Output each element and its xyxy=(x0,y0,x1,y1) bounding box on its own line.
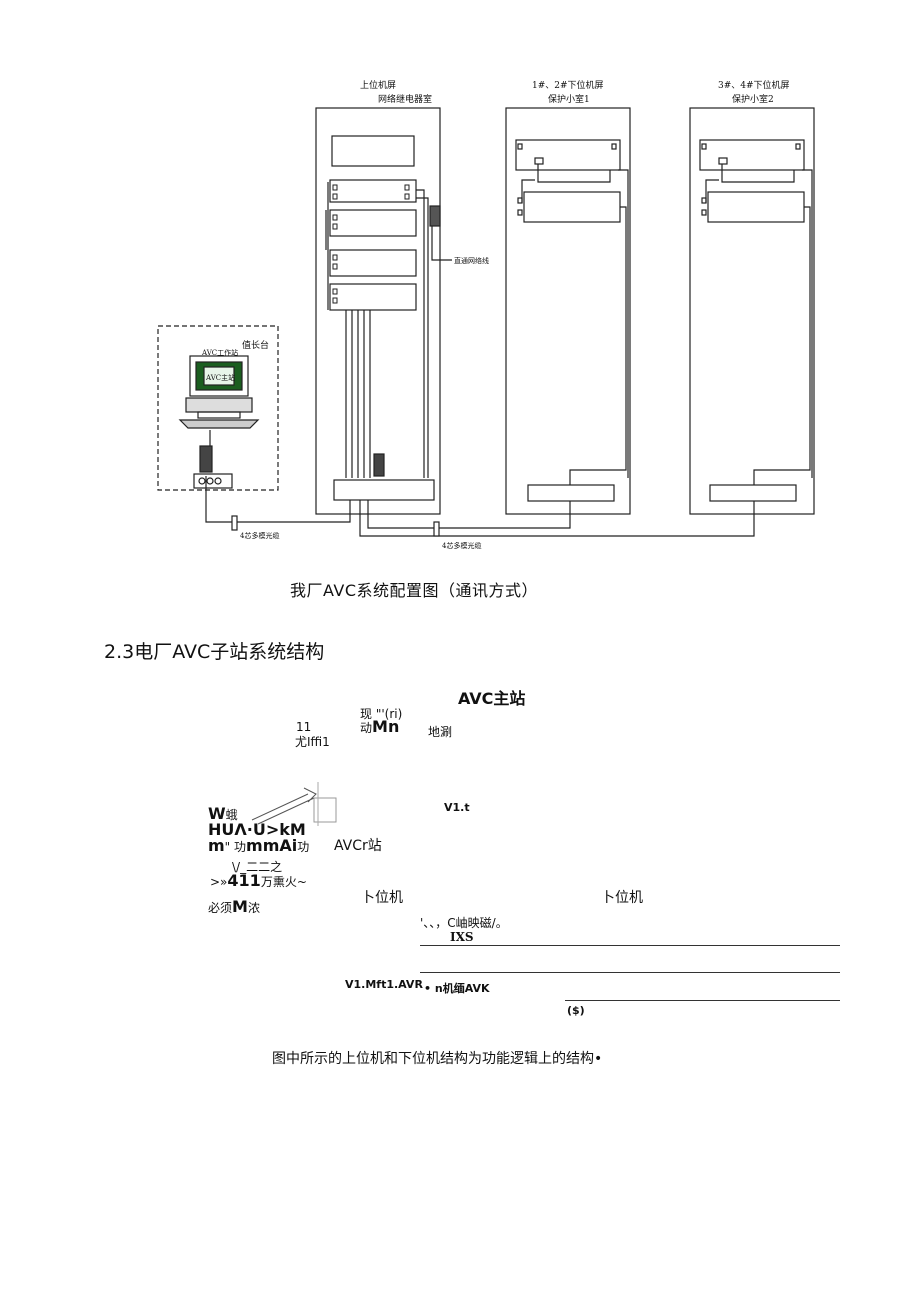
lower-machine-1-label: 卜位机 xyxy=(361,890,403,906)
label-nong: 浓 xyxy=(247,901,260,915)
rule-1 xyxy=(420,945,840,946)
control-room-box xyxy=(157,325,279,491)
label-11: 11 xyxy=(296,720,312,734)
section-number: 2.3 xyxy=(104,641,135,663)
label-411-pre: >» xyxy=(210,875,228,889)
lower-cabinet-2-subtitle: 保护小室2 xyxy=(732,93,774,105)
upper-cabinet-subtitle: 网络继电器室 xyxy=(378,93,432,105)
label-411-bold: 411 xyxy=(227,871,261,890)
label-youIffi1: 尤Iffi1 xyxy=(295,735,330,749)
label-V1t: V1.t xyxy=(444,801,470,814)
fiber-label-right: 4芯多模光缆 xyxy=(442,541,481,550)
rule-2 xyxy=(420,972,840,973)
arrow-graphic xyxy=(251,782,337,826)
label-dongMn-pre: 动 xyxy=(360,721,373,735)
figure-note: 图中所示的上位机和下位机结构为功能逻辑上的结构• xyxy=(272,1051,603,1067)
avc-configuration-figure: 上位机屏 网络继电器室 1#、2#下位机屏 保护小室1 3#、4#下位机屏 保护… xyxy=(157,79,815,550)
label-W-rest: 蛾 xyxy=(225,808,238,822)
label-dollar: ($) xyxy=(567,1004,585,1017)
rule-3 xyxy=(565,1000,840,1001)
label-M-bold: M xyxy=(232,897,248,916)
upper-cabinet-title: 上位机屏 xyxy=(360,79,396,91)
label-bixu-row: 必须M浓 xyxy=(208,897,260,916)
label-mmAi: mmAi xyxy=(246,836,298,855)
label-411-rest: 万熏火~ xyxy=(260,875,307,889)
lower-machine-2-label: 卜位机 xyxy=(601,890,643,906)
lower-cabinet-2 xyxy=(689,107,815,515)
label-HUA: HUΛ·U>kM xyxy=(208,820,306,839)
upper-cabinet xyxy=(315,107,441,515)
lower-cabinet-1-subtitle: 保护小室1 xyxy=(548,93,590,105)
label-bixu: 必须 xyxy=(208,901,233,915)
lower-cabinet-1-title: 1#、2#下位机屏 xyxy=(532,79,604,91)
fiber-label-left: 4芯多模光缆 xyxy=(240,531,279,540)
label-411-row: >»411万熏火~ xyxy=(210,871,307,890)
label-lines: \/_二二之 xyxy=(232,860,283,874)
label-dongMn: 动Mn xyxy=(360,717,399,736)
label-mmAi-rest: 功 xyxy=(297,840,310,854)
screen-text: AVC主站 xyxy=(205,373,235,382)
cable-label: 直通网络线 xyxy=(454,256,489,265)
label-V1Mft: V1.Mft1.AVR xyxy=(345,978,423,991)
lower-cabinet-1 xyxy=(505,107,631,515)
label-W: W蛾 xyxy=(208,804,238,823)
label-xian: 现 "'(ri) xyxy=(360,707,403,721)
control-room-label: 值长台 xyxy=(242,339,269,351)
figure-caption: 我厂AVC系统配置图（通讯方式） xyxy=(290,581,539,600)
avc-substation-label: AVCr站 xyxy=(334,838,382,854)
label-dots: '、、，C岫映磁/。 xyxy=(420,916,508,930)
label-m-row: m" 功mmAi功 xyxy=(208,836,309,855)
label-dongMn-bold: Mn xyxy=(372,717,400,736)
label-m-bold: m xyxy=(208,836,225,855)
avc-master-label: AVC主站 xyxy=(458,689,526,708)
label-dice: 地涮 xyxy=(428,725,453,739)
label-m-rest: " 功 xyxy=(224,840,247,854)
workstation-label: AVC工作站 xyxy=(201,348,238,357)
label-IXS: IXS xyxy=(450,930,474,944)
lower-cabinet-2-title: 3#、4#下位机屏 xyxy=(718,79,790,91)
section-heading: 2.3电厂AVC子站系统结构 xyxy=(104,637,324,664)
label-nji: • n机缅AVK xyxy=(424,982,490,995)
label-W-bold: W xyxy=(208,804,226,823)
section-title: 电厂AVC子站系统结构 xyxy=(134,641,325,663)
